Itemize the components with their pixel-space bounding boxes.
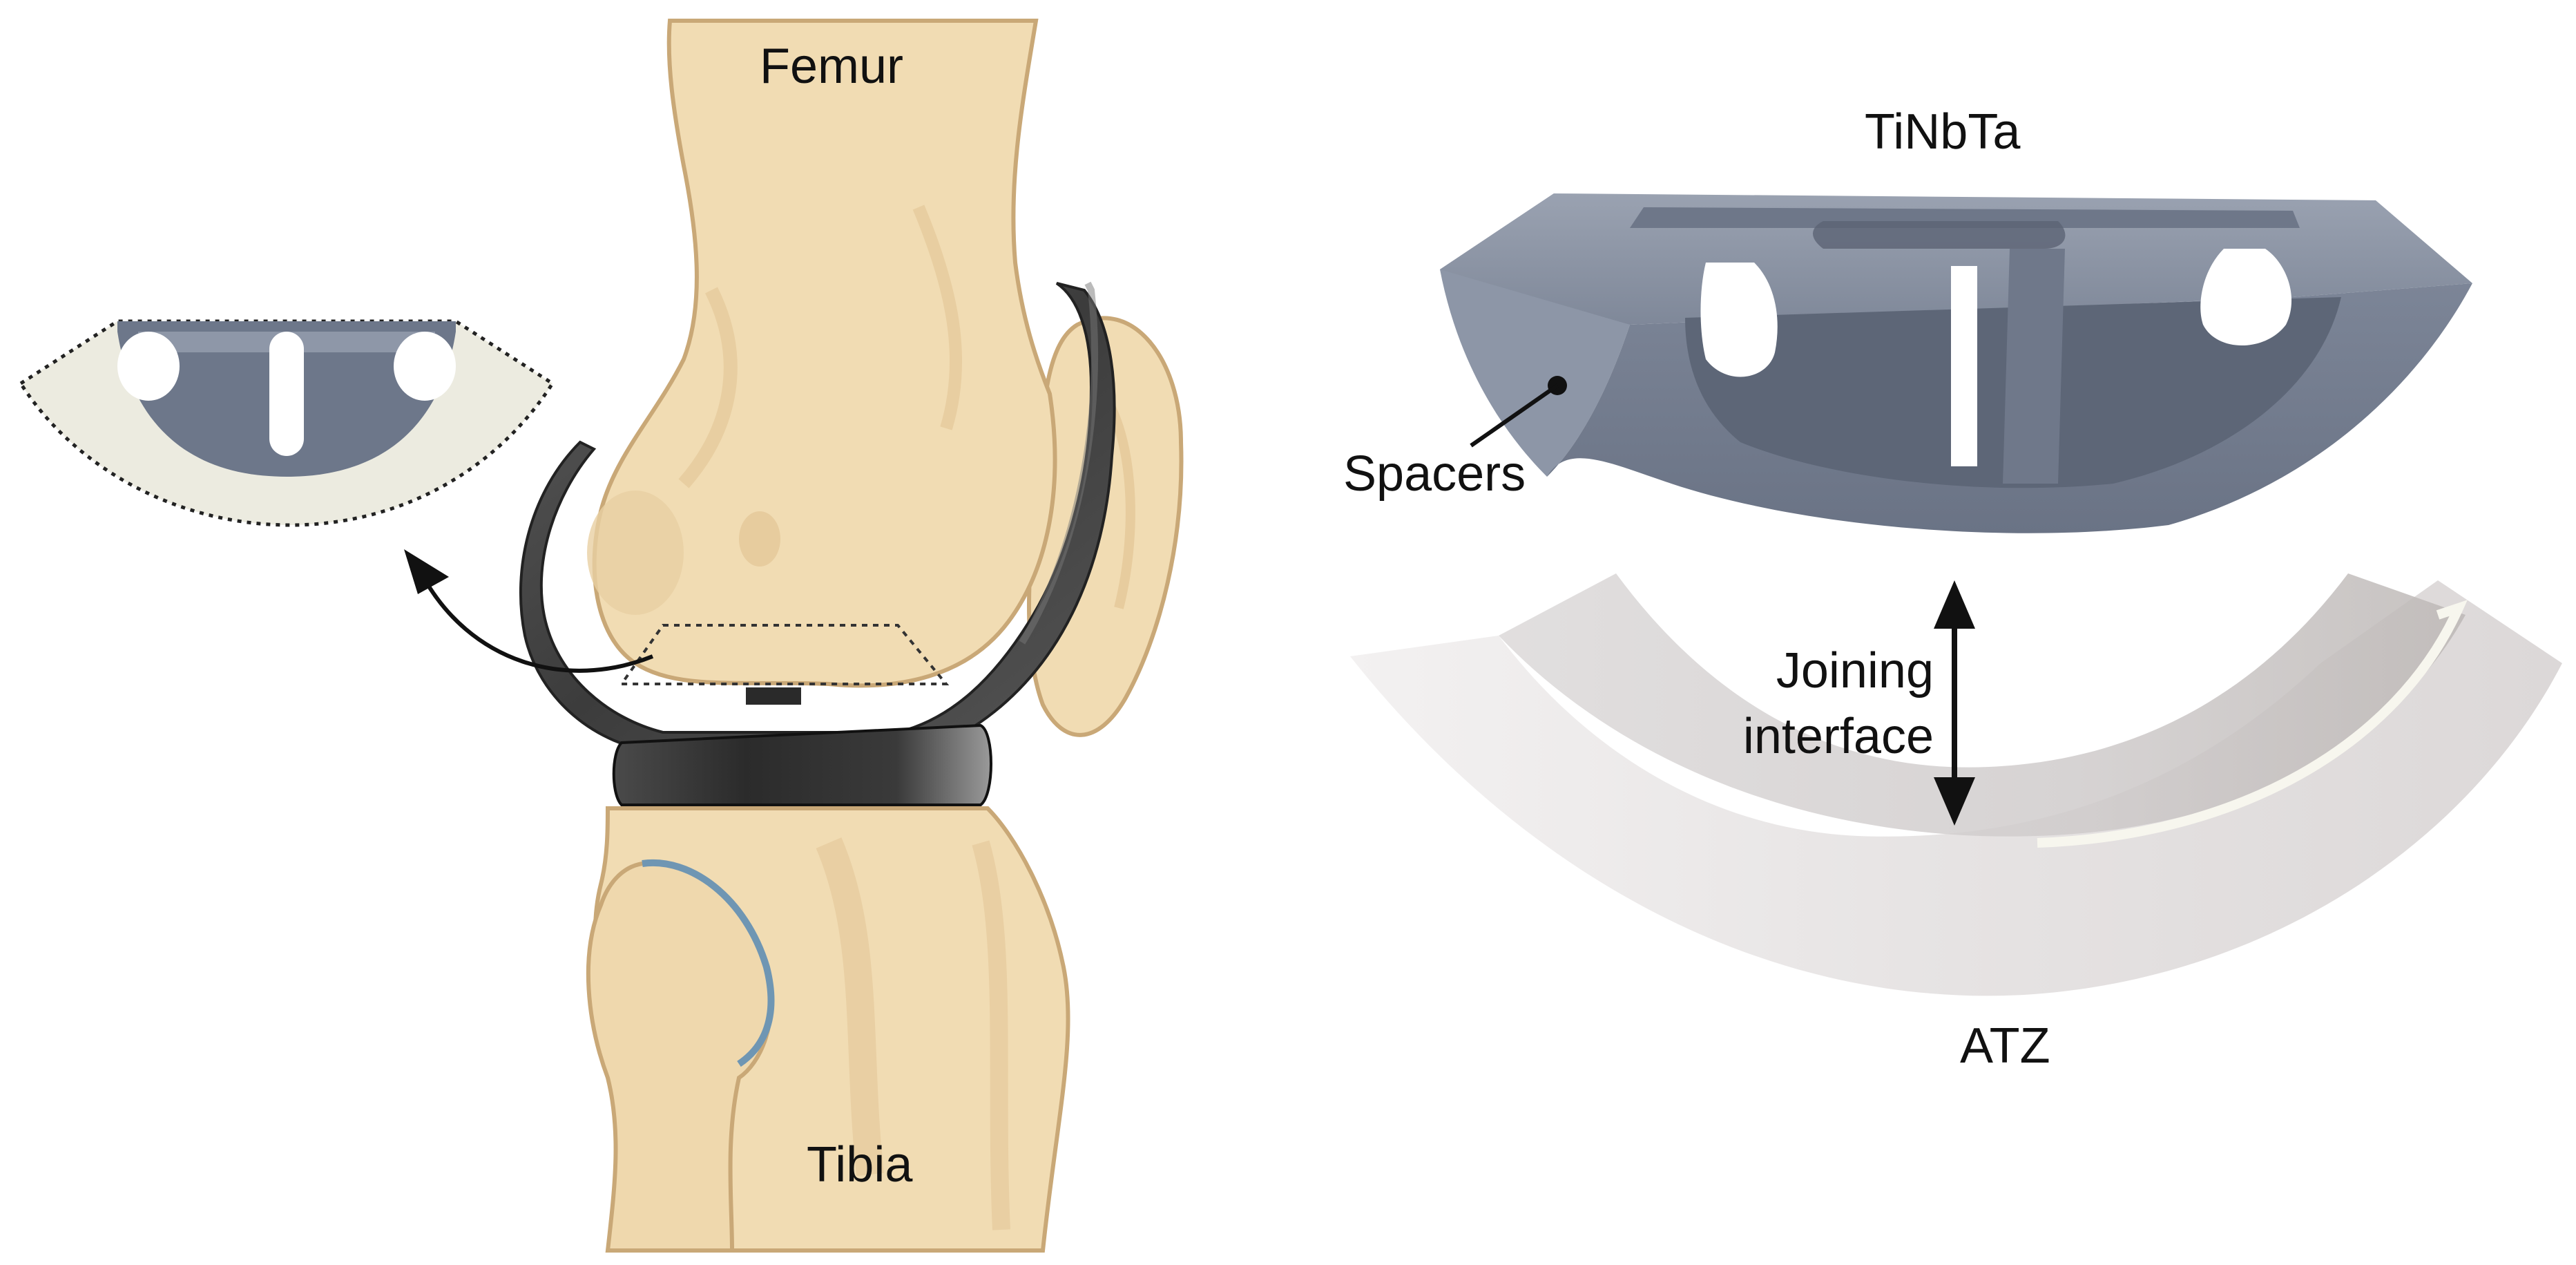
- femoral-component: [519, 282, 1116, 754]
- label-tibia: Tibia: [807, 1137, 913, 1192]
- atz-outer: [1350, 580, 2562, 996]
- label-joining-line1: Joining: [1776, 643, 1934, 698]
- label-joining-line2: interface: [1742, 709, 1934, 764]
- tinbta-component: [1440, 193, 2472, 533]
- tinbta-hole-left: [1700, 263, 1778, 377]
- tinbta-slot: [1951, 266, 1977, 466]
- zoom-arrow: [419, 572, 654, 673]
- atz-inner: [1499, 573, 2466, 837]
- joining-interface-arrow: [1934, 580, 1975, 826]
- inset-hole-right: [394, 332, 456, 401]
- atz-component: [1350, 573, 2562, 996]
- knee-illustration: [404, 19, 1184, 1253]
- insert-detail-inset: [18, 319, 555, 527]
- spacer-leader: [1470, 383, 1559, 448]
- tibial-insert: [612, 723, 992, 806]
- label-tinbta: TiNbTa: [1865, 104, 2021, 160]
- insert-location-outline: [619, 624, 950, 685]
- label-femur: Femur: [760, 39, 904, 94]
- cartilage-line: [642, 859, 775, 1067]
- label-spacers: Spacers: [1343, 446, 1526, 502]
- inset-slot: [269, 332, 304, 456]
- tinbta-hole-right: [2200, 249, 2292, 345]
- inset-hole-left: [117, 332, 180, 401]
- label-atz: ATZ: [1960, 1018, 2050, 1074]
